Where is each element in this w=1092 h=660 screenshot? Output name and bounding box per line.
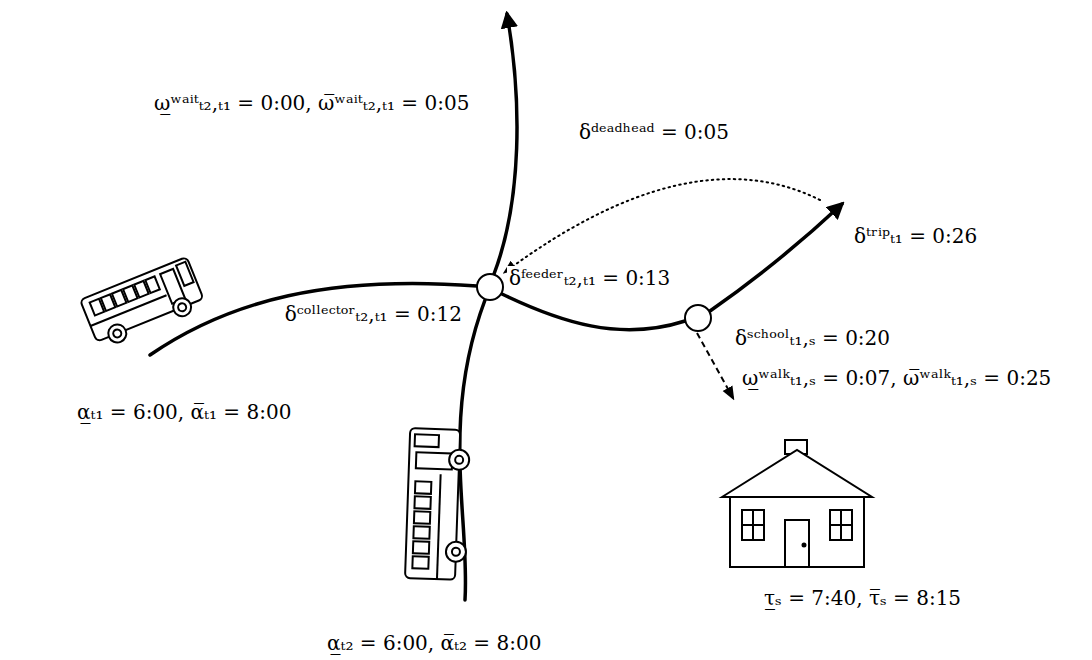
math-label: δˢᶜʰᵒᵒˡₜ₁,ₛ = 0:20: [733, 326, 892, 351]
math-label: δᵗʳⁱᵖₜ₁ = 0:26: [852, 224, 979, 249]
math-label: δᶠᵉᵉᵈᵉʳₜ₂,ₜ₁ = 0:13: [507, 266, 672, 291]
road-north: [494, 14, 517, 274]
bus-icon: [405, 428, 470, 580]
math-label: δᵈᵉᵃᵈʰᵉᵃᵈ = 0:05: [577, 120, 731, 145]
stop-circle: [685, 305, 711, 331]
junction-circle: [477, 274, 503, 300]
school-icon: [722, 440, 872, 567]
math-label: α̲ₜ₂ = 6:00, α̅ₜ₂ = 8:00: [325, 631, 543, 656]
deadhead-arc: [505, 179, 820, 272]
math-label: ω̲ʷᵃˡᵏₜ₁,ₛ = 0:07, ω̅ʷᵃˡᵏₜ₁,ₛ = 0:25: [740, 366, 1053, 391]
walk-arrow: [697, 333, 733, 398]
math-label: τ̲ₛ = 7:40, τ̅ₛ = 8:15: [762, 586, 963, 611]
math-label: ω̲ʷᵃⁱᵗₜ₂,ₜ₁ = 0:00, ω̅ʷᵃⁱᵗₜ₂,ₜ₁ = 0:05: [152, 91, 471, 116]
road-trip: [710, 204, 842, 311]
road-feeder: [502, 294, 685, 330]
math-label: δᶜᵒˡˡᵉᶜᵗᵒʳₜ₂,ₜ₁ = 0:12: [283, 302, 464, 327]
bus-icon: [80, 257, 207, 350]
math-label: α̲ₜ₁ = 6:00, α̅ₜ₁ = 8:00: [75, 400, 293, 425]
